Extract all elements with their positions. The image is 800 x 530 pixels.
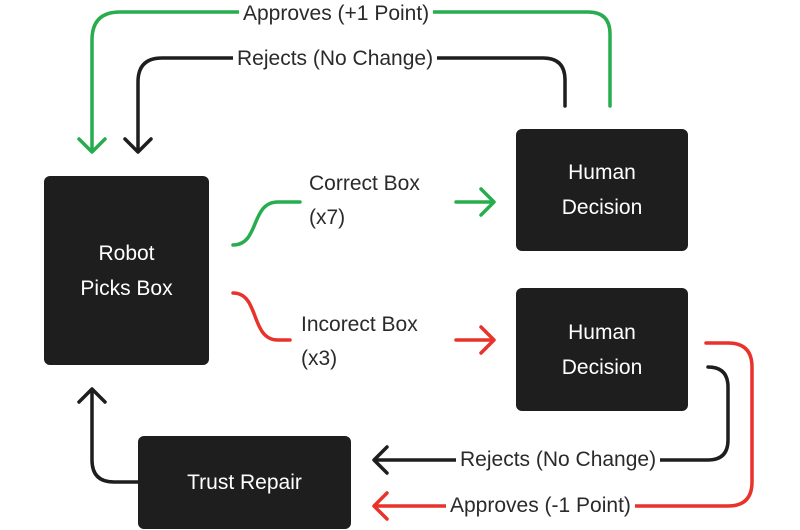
correct-box-edge (231, 200, 302, 247)
approves-minus-one-label: Approves (-1 Point) (446, 489, 635, 523)
trust-repair-return-edge (90, 390, 140, 484)
approves-minus-edge (376, 341, 754, 508)
trust-repair-node: Trust Repair (138, 436, 351, 529)
trust-repair-label: Trust Repair (187, 471, 302, 494)
human-bottom-line1: Human (568, 320, 636, 344)
rejects-top-edge-arrowhead-icon (123, 137, 153, 154)
human-decision-top-node: Human Decision (516, 129, 688, 251)
human-decision-bottom-node: Human Decision (516, 288, 688, 411)
rejects-bottom-edge-arrowhead-icon (372, 445, 389, 475)
rejects-bottom-label: Rejects (No Change) (456, 443, 661, 477)
human-top-line1: Human (568, 161, 636, 184)
correct-box-label: Correct Box (x7) (309, 167, 420, 235)
incorrect-box-label: Incorect Box (x3) (301, 308, 418, 376)
incorrect-box-edge (231, 291, 292, 342)
approves-plus-edge-arrowhead-icon (77, 137, 107, 154)
incorrect-box-line1: Incorect Box (301, 313, 418, 336)
rejects-bottom-edge (376, 365, 730, 462)
robot-node-line2: Picks Box (80, 276, 173, 300)
approves-minus-edge-arrowhead-icon (372, 491, 389, 521)
human-bottom-line2: Decision (561, 355, 643, 379)
rejects-top-label: Rejects (No Change) (233, 42, 438, 76)
robot-picks-box-node: Robot Picks Box (44, 176, 209, 365)
correct-box-line1: Correct Box (309, 172, 420, 195)
correct-box-arrow-arrowhead-icon (479, 187, 496, 217)
approves-plus-one-label: Approves (+1 Point) (239, 0, 434, 31)
incorrect-box-line2: (x3) (301, 347, 338, 370)
human-top-line2: Decision (561, 196, 643, 219)
correct-box-line2: (x7) (309, 206, 346, 229)
incorrect-box-arrow-arrowhead-icon (479, 325, 496, 355)
trust-repair-return-edge-arrowhead-icon (77, 387, 107, 404)
robot-node-line1: Robot (98, 241, 155, 265)
